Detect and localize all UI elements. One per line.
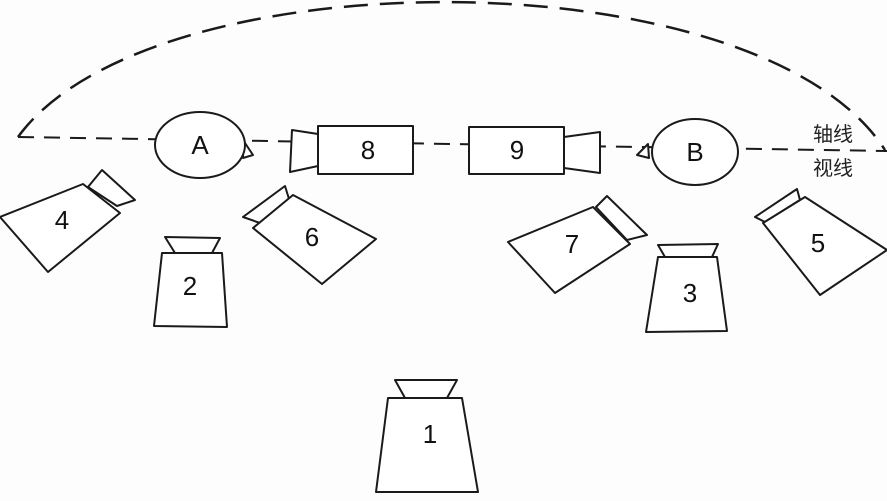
camera-6: 6 [242, 185, 377, 285]
subject-a-label: A [191, 130, 209, 160]
camera-1-label: 1 [423, 419, 437, 449]
camera-3-label: 3 [683, 278, 697, 308]
camera-2-label: 2 [183, 271, 197, 301]
camera-8: 8 [289, 125, 414, 175]
camera-5: 5 [754, 188, 887, 296]
camera-7: 7 [507, 195, 648, 294]
camera-9-label: 9 [510, 135, 524, 165]
camera-9: 9 [468, 126, 601, 175]
subject-b-label: B [686, 137, 703, 167]
camera-2: 2 [153, 236, 228, 328]
subject-b: B [636, 118, 739, 186]
axis-line-label: 轴线 [813, 122, 853, 146]
camera-4: 4 [0, 169, 136, 273]
subject-a: A [154, 111, 254, 179]
camera-1: 1 [375, 379, 479, 493]
camera-3: 3 [645, 243, 728, 333]
camera-8-label: 8 [361, 135, 375, 165]
camera-7-label: 7 [565, 229, 579, 259]
camera-5-label: 5 [811, 228, 825, 258]
arc-line [16, 0, 887, 151]
camera-6-label: 6 [305, 222, 319, 252]
axis-line [17, 136, 887, 152]
camera-4-label: 4 [55, 205, 69, 235]
sight-line-label: 视线 [813, 156, 853, 180]
